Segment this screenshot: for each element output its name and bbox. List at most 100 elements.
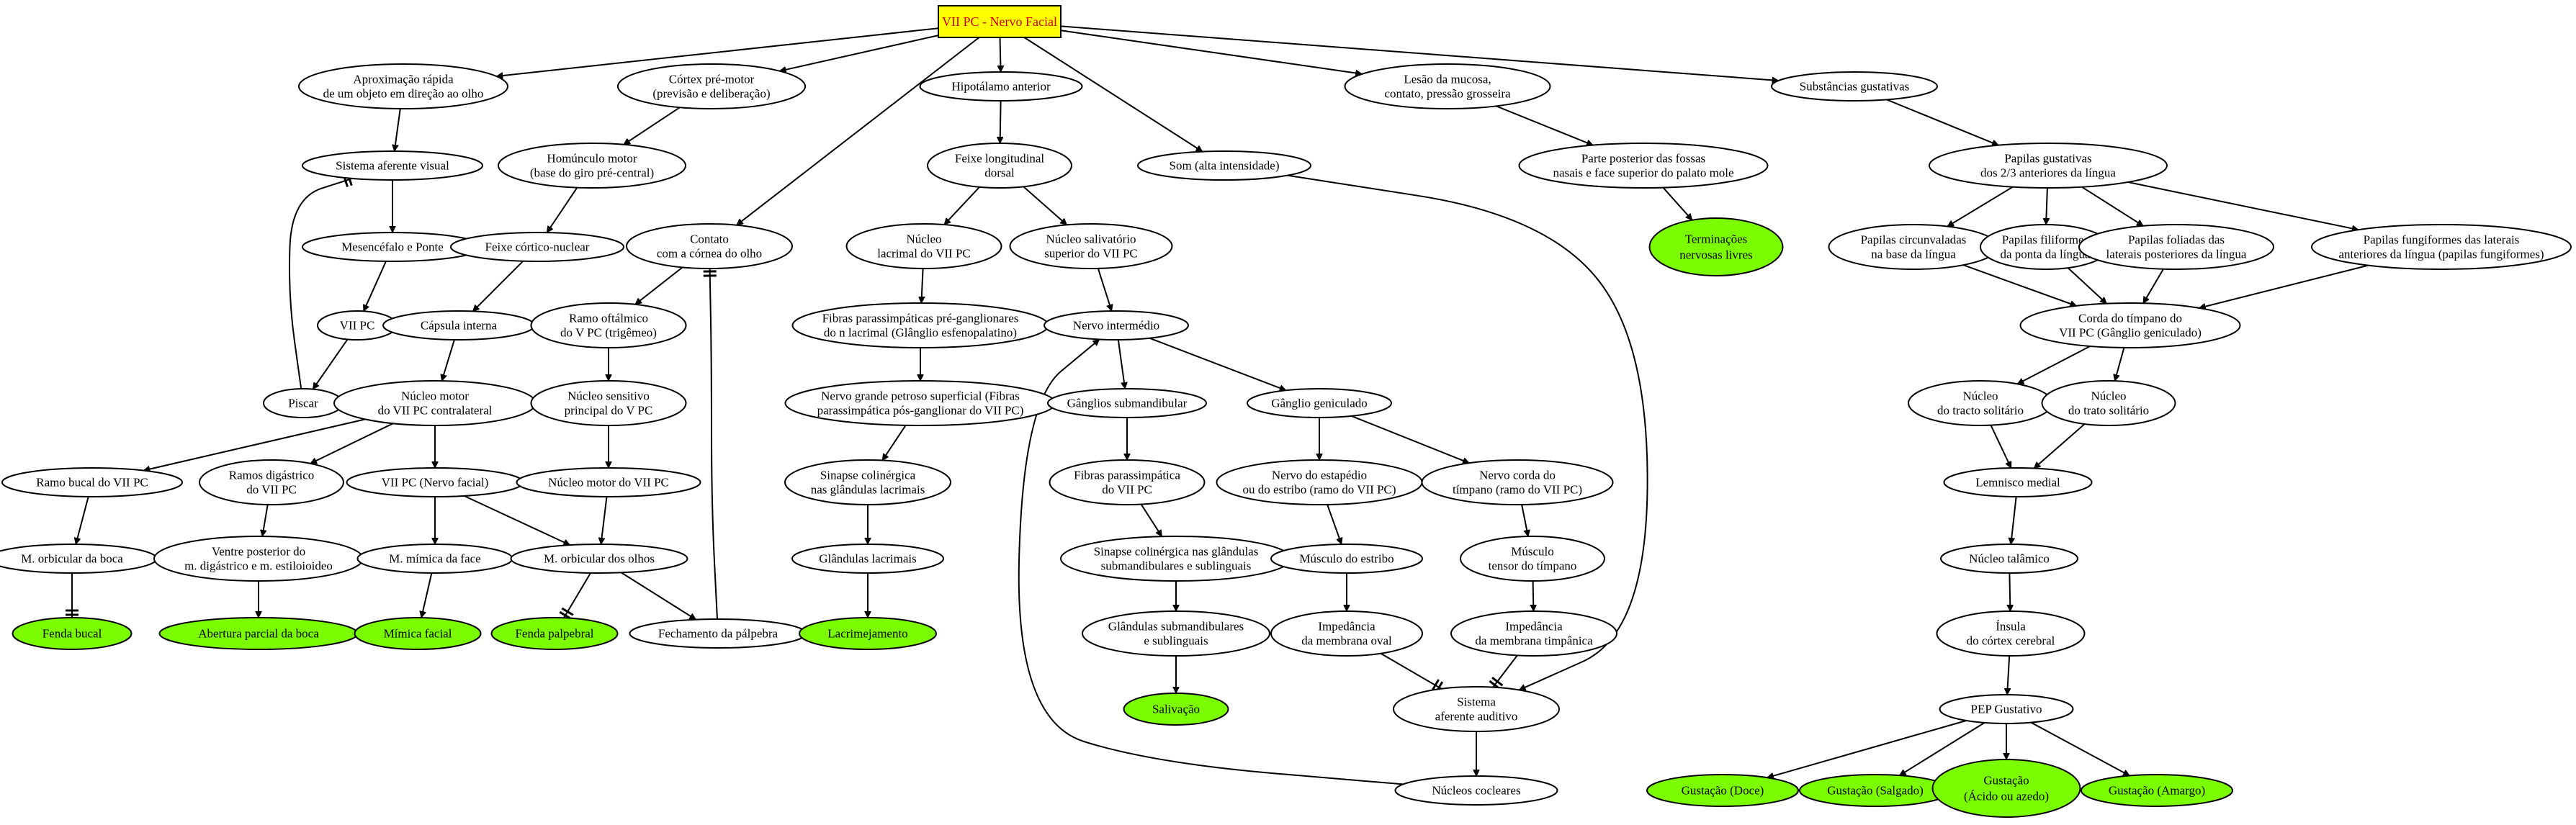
edge-vii1-to-piscar bbox=[312, 338, 349, 389]
node-label-fenda-palp: Fenda palpebral bbox=[515, 627, 593, 641]
node-shape-nuc-coc bbox=[1394, 775, 1558, 806]
node-gland-lacr: Glândulas lacrimais bbox=[791, 544, 944, 574]
node-shape-lacrimejamento bbox=[799, 617, 937, 650]
node-shape-g-genic bbox=[1247, 388, 1392, 418]
node-shape-parte-post bbox=[1518, 143, 1769, 189]
node-shape-amargo bbox=[2081, 774, 2233, 807]
edge-imp_timp-to-sist_aud bbox=[1492, 654, 1518, 688]
node-label-nuc-tracto: Núcleo bbox=[1962, 389, 1998, 403]
edge-papilas-to-p_circ bbox=[1947, 186, 2014, 227]
node-shape-subst bbox=[1771, 71, 1938, 102]
node-label-nuc-sens-v: principal do V PC bbox=[565, 404, 653, 418]
node-mimica-facial: Mímica facial bbox=[354, 617, 482, 650]
edge-contato-to-ramo_oft bbox=[635, 266, 683, 305]
node-shape-nuc-trato bbox=[2041, 380, 2176, 426]
node-lesao: Lesão da mucosa,contato, pressão grossei… bbox=[1344, 63, 1551, 109]
node-ventre: Ventre posterior dom. digástrico e m. es… bbox=[153, 536, 364, 582]
node-label-sinapse-lacr: nas glândulas lacrimais bbox=[811, 483, 925, 497]
node-amargo: Gustação (Amargo) bbox=[2081, 774, 2233, 807]
node-fibras-pre: Fibras parassimpáticas pré-ganglionaresd… bbox=[791, 302, 1049, 348]
node-label-m-tensor: Músculo bbox=[1511, 545, 1554, 559]
node-label-hipot: Hipotálamo anterior bbox=[951, 80, 1051, 94]
node-label-subst: Substâncias gustativas bbox=[1800, 80, 1910, 94]
edge-p_fung-to-corda_timp bbox=[2199, 264, 2369, 308]
node-shape-fibras-para bbox=[1049, 459, 1206, 505]
node-label-sinapse-lacr: Sinapse colinérgica bbox=[820, 469, 916, 482]
edge-feixe_cn-to-capsula bbox=[473, 260, 524, 312]
node-label-p-filif: da ponta da língua bbox=[2000, 248, 2091, 261]
node-p-fung: Papilas fungiformes das lateraisanterior… bbox=[2311, 224, 2572, 270]
node-label-salgado: Gustação (Salgado) bbox=[1827, 784, 1924, 798]
node-shape-n-corda bbox=[1421, 459, 1614, 505]
edge-aprox-to-sav bbox=[395, 108, 401, 151]
node-m-mimica: M. mímica da face bbox=[356, 544, 513, 574]
node-label-n-grande-pet: Nervo grande petroso superficial (Fibras bbox=[821, 389, 1020, 403]
node-label-m-orb-boca: M. orbicular da boca bbox=[21, 552, 123, 566]
node-label-nucleo-motor-vii: do VII PC contralateral bbox=[378, 404, 493, 418]
edge-vii_nervo-to-m_orb_olhos bbox=[464, 495, 570, 546]
node-label-capsula: Cápsula interna bbox=[421, 319, 498, 333]
node-label-nuc-saliv: superior do VII PC bbox=[1044, 247, 1138, 261]
edge-g_genic-to-n_corda bbox=[1351, 415, 1469, 463]
node-label-fibras-pre: Fibras parassimpáticas pré-ganglionares bbox=[822, 312, 1019, 325]
edge-fech_palp-to-contato bbox=[709, 268, 718, 620]
node-shape-ramo-bucal bbox=[1, 467, 183, 497]
node-shape-p-fung bbox=[2311, 224, 2572, 270]
node-label-lesao: contato, pressão grosseira bbox=[1384, 87, 1511, 101]
node-shape-homunculo bbox=[498, 143, 686, 189]
node-label-papilas: Papilas gustativas bbox=[2004, 152, 2091, 166]
node-label-acido: (Ácido ou azedo) bbox=[1964, 790, 2049, 803]
node-shape-g-subm bbox=[1047, 388, 1207, 418]
node-label-mimica-facial: Mímica facial bbox=[384, 627, 452, 641]
node-label-pep: PEP Gustativo bbox=[1970, 703, 2042, 716]
node-nuc-coc: Núcleos cocleares bbox=[1394, 775, 1558, 806]
node-label-m-tensor: tensor do tímpano bbox=[1489, 559, 1577, 573]
edge-imp_oval-to-sist_aud bbox=[1380, 652, 1442, 690]
node-salivacao: Salivação bbox=[1123, 693, 1229, 726]
node-salgado: Gustação (Salgado) bbox=[1799, 774, 1952, 807]
node-sinapse-subm: Sinapse colinérgica nas glândulassubmand… bbox=[1060, 536, 1292, 582]
node-n-grande-pet: Nervo grande petroso superficial (Fibras… bbox=[784, 380, 1056, 426]
node-label-fibras-pre: do n lacrimal (Glânglio esfenopalatino) bbox=[824, 326, 1017, 340]
node-label-p-foli: laterais posteriores da língua bbox=[2106, 248, 2247, 261]
node-label-abertura: Abertura parcial da boca bbox=[198, 627, 319, 641]
node-vii1: VII PC bbox=[317, 310, 398, 341]
node-shape-lesao bbox=[1344, 63, 1551, 109]
edge-nuc_saliv-to-n_interm bbox=[1097, 268, 1112, 311]
node-label-p-filif: Papilas filiformes bbox=[2002, 233, 2088, 247]
edge-root-to-aprox bbox=[496, 27, 939, 76]
node-label-nuc-lacr: Núcleo bbox=[906, 233, 941, 246]
node-mesen: Mesencéfalo e Ponte bbox=[302, 232, 483, 262]
edge-papilas-to-p_fung bbox=[2127, 181, 2359, 230]
node-shape-som bbox=[1137, 150, 1311, 181]
node-label-nuc-trato: Núcleo bbox=[2091, 389, 2126, 403]
node-n-interm: Nervo intermédio bbox=[1044, 310, 1189, 341]
tee-bar-m_orb_olhos-to-fenda_palp bbox=[561, 607, 574, 616]
edge-nuc_tal-to-insula bbox=[2009, 572, 2010, 611]
node-label-feixe-long: dorsal bbox=[984, 166, 1015, 180]
node-label-vii-nervo: VII PC (Nervo facial) bbox=[382, 476, 489, 490]
node-label-nuc-lacr: lacrimal do VII PC bbox=[877, 247, 971, 261]
node-feixe-cn: Feixe córtico-nuclear bbox=[450, 232, 624, 262]
node-label-p-fung: anteriores da língua (papilas fungiforme… bbox=[2338, 248, 2544, 261]
node-shape-nuc-sens-v bbox=[530, 380, 687, 426]
node-label-term-livres: nervosas livres bbox=[1679, 248, 1753, 262]
node-shape-aprox bbox=[298, 63, 508, 109]
edge-subst-to-papilas bbox=[1886, 99, 1998, 145]
node-shape-feixe-long bbox=[927, 143, 1072, 189]
node-label-contato: Contato bbox=[690, 233, 729, 246]
node-shape-sist-aud bbox=[1393, 686, 1560, 732]
edge-m_mimica-to-mimica_facial bbox=[421, 572, 433, 618]
node-label-ramo-oft: do V PC (trigêmeo) bbox=[560, 326, 657, 340]
edge-capsula-to-nucleo_motor_vii bbox=[442, 339, 455, 381]
edge-m_orb_olhos-to-fenda_palp bbox=[563, 572, 591, 618]
